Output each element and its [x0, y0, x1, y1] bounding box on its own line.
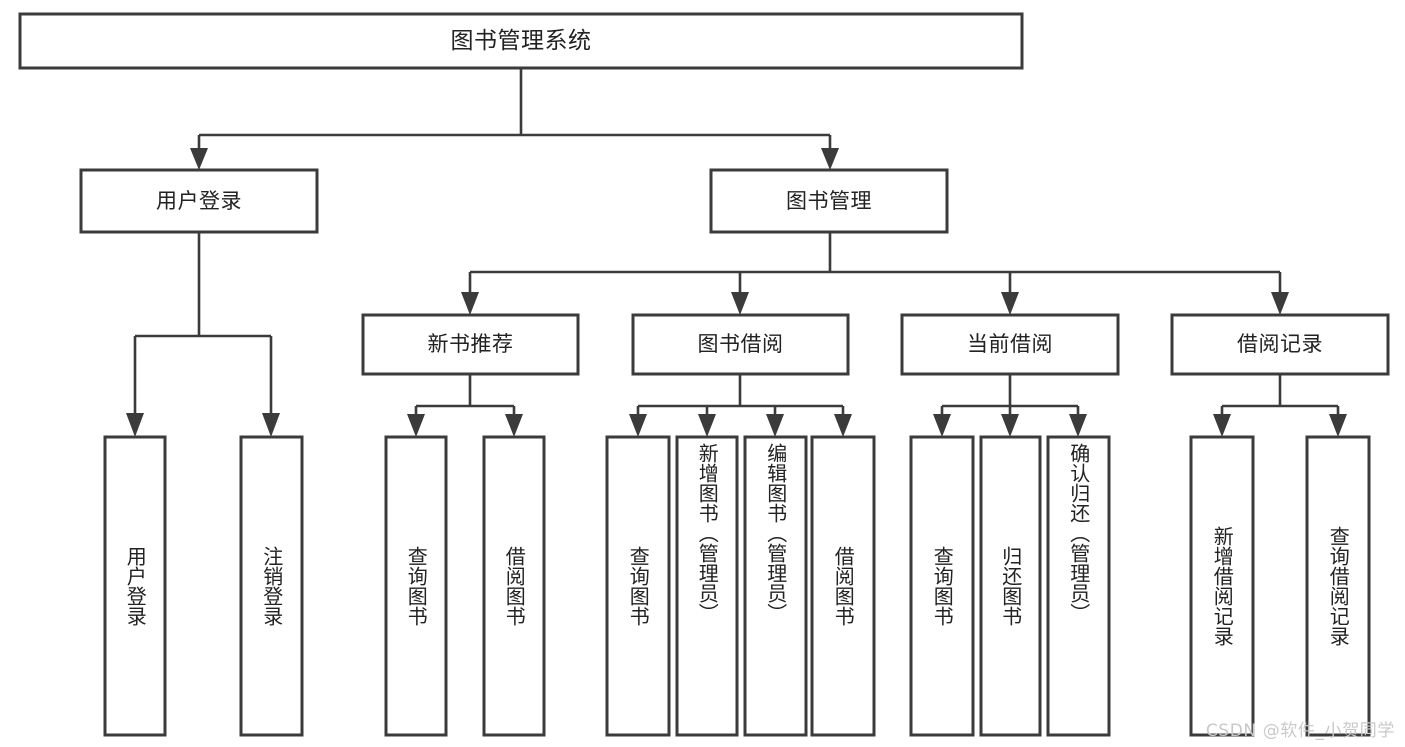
arrow-head-leaf-add-record [1213, 414, 1231, 437]
arrow-head-leaf-add-book [698, 414, 716, 437]
arrow-head-leaf-borrow-book-2 [834, 414, 852, 437]
node-box-leaf-query-book-2[interactable] [605, 435, 671, 737]
node-box-leaf-query-book-3[interactable] [909, 435, 975, 737]
arrow-head-book-management [821, 148, 839, 170]
connector-group-book-management [461, 232, 1289, 315]
node-box-leaf-borrow-book-2[interactable] [810, 435, 876, 737]
arrow-head-user-login [190, 148, 208, 170]
node-box-book-management[interactable] [709, 168, 949, 234]
node-box-leaf-edit-book[interactable] [743, 435, 808, 737]
arrow-head-leaf-edit-book [766, 414, 784, 437]
node-box-leaf-user-logout[interactable] [239, 435, 304, 737]
node-box-current-borrow[interactable] [900, 313, 1120, 376]
node-box-book-borrow[interactable] [631, 313, 850, 376]
node-box-leaf-query-book-1[interactable] [384, 435, 448, 737]
arrow-head-new-book-recommend [461, 292, 479, 315]
connector-group-book-borrow [629, 374, 852, 437]
arrow-head-leaf-borrow-book-1 [505, 414, 523, 437]
connector-group-root [190, 68, 839, 170]
arrow-head-leaf-user-login [126, 413, 144, 437]
node-box-leaf-confirm-return[interactable] [1046, 435, 1111, 737]
arrow-head-leaf-user-logout [262, 413, 280, 437]
node-box-leaf-add-record[interactable] [1189, 435, 1255, 737]
node-box-leaf-add-book[interactable] [675, 435, 739, 737]
node-box-root[interactable] [18, 12, 1024, 70]
arrow-head-leaf-query-book-2 [629, 414, 647, 437]
arrow-head-leaf-query-record [1329, 414, 1347, 437]
node-box-leaf-query-record[interactable] [1305, 435, 1371, 737]
arrow-head-book-borrow [731, 292, 749, 315]
node-box-leaf-user-login[interactable] [103, 435, 167, 737]
arrow-head-leaf-return-book [1001, 414, 1019, 437]
connector-group-borrow-record [1213, 374, 1347, 437]
connector-group-current-borrow [933, 374, 1087, 437]
node-box-leaf-borrow-book-1[interactable] [482, 435, 546, 737]
arrow-head-current-borrow [1001, 292, 1019, 315]
connector-group-user-login [126, 232, 280, 437]
node-box-new-book-recommend[interactable] [361, 313, 580, 376]
node-box-borrow-record[interactable] [1170, 313, 1390, 376]
connector-group-new-book-recommend [407, 374, 523, 437]
arrow-head-leaf-query-book-3 [933, 414, 951, 437]
arrow-head-leaf-query-book-1 [407, 414, 425, 437]
arrow-head-leaf-confirm-return [1069, 414, 1087, 437]
node-box-user-login[interactable] [79, 168, 319, 234]
node-box-leaf-return-book[interactable] [979, 435, 1042, 737]
arrow-head-borrow-record [1271, 292, 1289, 315]
